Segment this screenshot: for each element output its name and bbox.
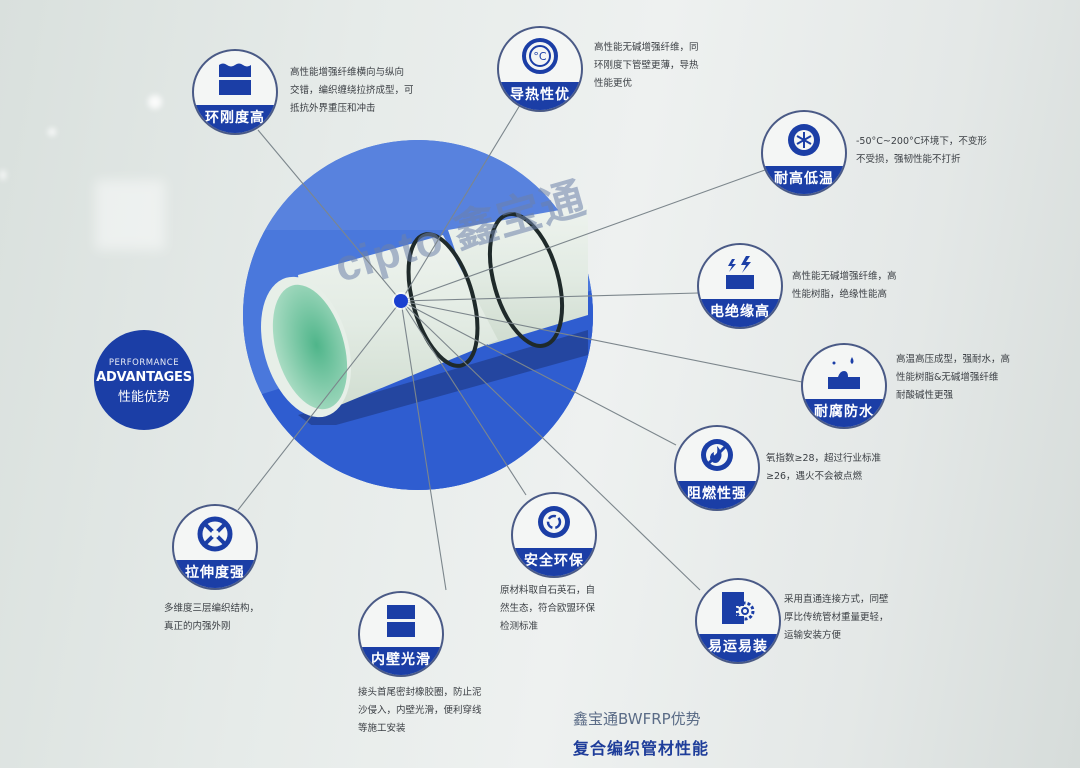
light-glare xyxy=(48,128,56,136)
badge-line-chinese: 性能优势 xyxy=(117,390,170,405)
feature-desc-flame-retardant: 氧指数≥28，超过行业标准 ≥26，遇火不会被点燃 xyxy=(766,453,882,482)
feature-badge-temperature: 耐高低温 xyxy=(761,110,847,196)
tensile-cross-icon xyxy=(197,516,233,552)
gear-icon xyxy=(722,592,755,624)
celsius-icon: °C xyxy=(522,38,558,74)
hub-dot xyxy=(394,294,408,308)
feature-badge-smooth-wall: 内壁光滑 xyxy=(358,591,444,677)
feature-label: 阻燃性强 xyxy=(687,486,747,503)
feature-badge-flame-retardant: 阻燃性强 xyxy=(674,425,760,511)
feature-label: 拉伸度强 xyxy=(185,565,245,582)
feature-desc-thermal: 高性能无碱增强纤维，同 环刚度下管壁更薄，导热 性能更优 xyxy=(594,42,699,89)
lightning-icon xyxy=(726,256,754,289)
feature-desc-insulation: 高性能无碱增强纤维，高 性能树脂，绝缘性能高 xyxy=(792,271,897,300)
light-glare xyxy=(148,95,162,109)
feature-desc-easy-install: 采用直通连接方式，同壁 厚比传统管材重量更轻， 运输安装方便 xyxy=(784,594,889,641)
feature-desc-tensile: 多维度三层编织结构， 真正的内强外刚 xyxy=(164,603,260,632)
footer-subtitle: 鑫宝通BWFRP优势 xyxy=(573,710,701,728)
feature-badge-ring-stiffness: 环刚度高 xyxy=(192,49,278,135)
feature-badge-insulation: 电绝缘高 xyxy=(697,243,783,329)
badge-line-performance: PERFORMANCE xyxy=(108,358,180,368)
feature-desc-waterproof: 高温高压成型，强耐水，高 性能树脂&无碱增强纤维 耐酸碱性更强 xyxy=(896,354,1011,401)
feature-desc-ring-stiffness: 高性能增强纤维横向与纵向 交错，编织缠绕拉挤成型，可 抵抗外界重压和冲击 xyxy=(290,67,414,114)
feature-label: 安全环保 xyxy=(524,553,584,570)
svg-text:°C: °C xyxy=(533,50,547,63)
pipe-illustration xyxy=(261,205,588,425)
feature-badge-eco-safe: 安全环保 xyxy=(511,492,597,578)
smooth-wall-icon xyxy=(387,605,415,637)
feature-label: 环刚度高 xyxy=(205,110,265,127)
layered-wall-icon xyxy=(219,63,251,95)
feature-label: 导热性优 xyxy=(510,87,570,104)
feature-desc-temperature: -50°C~200°C环境下，不变形 不受损，强韧性能不打折 xyxy=(856,136,987,165)
feature-badge-easy-install: 易运易装 xyxy=(695,578,781,664)
no-fire-icon xyxy=(701,439,733,471)
feature-label: 电绝缘高 xyxy=(710,304,770,321)
water-drop-icon xyxy=(828,357,860,389)
footer-title: 复合编织管材性能 xyxy=(573,739,710,758)
feature-badge-waterproof: 耐腐防水 xyxy=(801,343,887,429)
light-reflection xyxy=(95,180,165,250)
performance-advantages-badge: PERFORMANCE ADVANTAGES 性能优势 xyxy=(94,330,194,430)
snowflake-icon xyxy=(788,124,820,156)
recycle-icon xyxy=(538,506,570,538)
feature-badge-thermal: °C 导热性优 xyxy=(497,26,583,112)
feature-desc-smooth-wall: 接头首尾密封橡胶圈，防止泥 沙侵入，内壁光滑，便利穿线 等施工安装 xyxy=(358,687,482,734)
feature-badge-tensile: 拉伸度强 xyxy=(172,504,258,590)
feature-label: 耐腐防水 xyxy=(814,404,874,421)
badge-line-advantages: ADVANTAGES xyxy=(96,370,192,385)
feature-desc-eco-safe: 原材料取自石英石，自 然生态，符合欧盟环保 检测标准 xyxy=(500,585,596,632)
feature-label: 易运易装 xyxy=(708,639,768,656)
light-glare xyxy=(0,170,6,180)
feature-label: 耐高低温 xyxy=(774,171,834,188)
feature-label: 内壁光滑 xyxy=(371,652,431,669)
